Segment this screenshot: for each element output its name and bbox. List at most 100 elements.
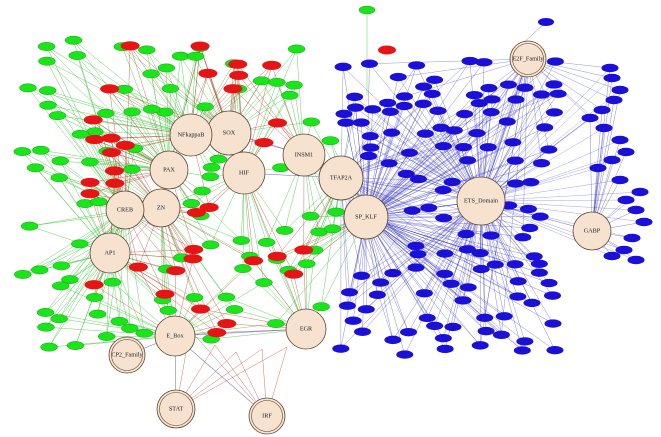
green-gene-node[interactable]	[37, 322, 55, 332]
blue-gene-node[interactable]	[340, 288, 358, 297]
red-gene-node[interactable]	[80, 188, 100, 199]
blue-gene-node[interactable]	[544, 291, 562, 300]
green-gene-node[interactable]	[234, 264, 252, 273]
blue-gene-node[interactable]	[442, 279, 460, 288]
hub-creb[interactable]: CREB	[105, 190, 145, 230]
green-gene-node[interactable]	[71, 239, 89, 249]
hub-sp-klf[interactable]: SP_KLF	[343, 194, 389, 240]
blue-gene-node[interactable]	[457, 229, 475, 239]
blue-gene-node[interactable]	[436, 269, 454, 279]
green-gene-node[interactable]	[85, 293, 104, 302]
red-gene-node[interactable]	[120, 41, 140, 51]
blue-gene-node[interactable]	[436, 344, 454, 354]
green-gene-node[interactable]	[66, 341, 85, 350]
red-gene-node[interactable]	[183, 254, 203, 264]
green-gene-node[interactable]	[32, 145, 50, 155]
blue-gene-node[interactable]	[504, 138, 522, 147]
green-gene-node[interactable]	[103, 277, 122, 287]
green-gene-node[interactable]	[36, 308, 55, 317]
green-gene-node[interactable]	[161, 84, 180, 93]
blue-gene-node[interactable]	[372, 278, 390, 287]
blue-gene-node[interactable]	[601, 63, 619, 73]
green-gene-node[interactable]	[61, 275, 79, 284]
blue-gene-node[interactable]	[482, 107, 500, 117]
hub-stat[interactable]: STAT	[156, 389, 196, 429]
blue-gene-node[interactable]	[506, 260, 524, 269]
blue-gene-node[interactable]	[531, 212, 549, 221]
green-gene-node[interactable]	[171, 51, 190, 61]
blue-gene-node[interactable]	[475, 58, 493, 67]
hub-hif[interactable]: HIF	[222, 151, 266, 195]
red-gene-node[interactable]	[186, 207, 206, 218]
red-gene-node[interactable]	[101, 147, 121, 158]
blue-gene-node[interactable]	[536, 123, 554, 132]
blue-gene-node[interactable]	[509, 292, 527, 301]
blue-gene-node[interactable]	[458, 245, 476, 254]
blue-gene-node[interactable]	[434, 185, 452, 195]
red-gene-node[interactable]	[244, 256, 264, 266]
hub-sox[interactable]: SOX	[206, 110, 252, 156]
green-gene-node[interactable]	[88, 309, 107, 319]
green-gene-node[interactable]	[268, 77, 286, 87]
blue-gene-node[interactable]	[416, 129, 434, 138]
blue-gene-node[interactable]	[444, 322, 462, 332]
blue-gene-node[interactable]	[415, 82, 433, 91]
hub-tfap2a[interactable]: TFAP2A	[318, 155, 364, 201]
blue-gene-node[interactable]	[623, 233, 641, 243]
blue-gene-node[interactable]	[519, 204, 537, 214]
blue-gene-node[interactable]	[593, 105, 611, 115]
red-gene-node[interactable]	[80, 177, 100, 188]
green-gene-node[interactable]	[19, 83, 37, 93]
blue-gene-node[interactable]	[461, 56, 479, 66]
green-gene-node[interactable]	[193, 186, 211, 196]
green-gene-node[interactable]	[68, 51, 86, 60]
hub-zn[interactable]: ZN	[141, 188, 181, 228]
green-gene-node[interactable]	[26, 163, 45, 173]
green-gene-node[interactable]	[39, 100, 57, 110]
green-gene-node[interactable]	[217, 292, 236, 302]
blue-gene-node[interactable]	[360, 59, 378, 68]
green-gene-node[interactable]	[97, 332, 116, 341]
blue-gene-node[interactable]	[384, 268, 402, 278]
blue-gene-node[interactable]	[523, 298, 541, 308]
green-gene-node[interactable]	[323, 224, 342, 234]
blue-gene-node[interactable]	[395, 101, 413, 111]
red-gene-node[interactable]	[229, 70, 249, 80]
green-gene-node[interactable]	[159, 306, 177, 315]
blue-gene-node[interactable]	[403, 206, 421, 215]
green-gene-node[interactable]	[121, 323, 139, 333]
red-gene-node[interactable]	[198, 68, 218, 78]
green-gene-node[interactable]	[71, 129, 90, 139]
blue-gene-node[interactable]	[414, 99, 432, 109]
green-gene-node[interactable]	[321, 136, 340, 146]
green-gene-node[interactable]	[14, 270, 32, 279]
blue-gene-node[interactable]	[492, 330, 510, 340]
blue-gene-node[interactable]	[581, 113, 599, 123]
blue-gene-node[interactable]	[611, 135, 629, 145]
green-gene-node[interactable]	[201, 240, 220, 250]
hub-e-box[interactable]: E_Box	[154, 315, 196, 357]
blue-gene-node[interactable]	[459, 156, 477, 165]
blue-gene-node[interactable]	[408, 61, 426, 70]
blue-gene-node[interactable]	[522, 177, 540, 187]
blue-gene-node[interactable]	[546, 345, 564, 355]
blue-gene-node[interactable]	[611, 85, 629, 95]
blue-gene-node[interactable]	[397, 169, 415, 179]
green-gene-node[interactable]	[51, 156, 69, 166]
blue-gene-node[interactable]	[546, 57, 564, 66]
green-gene-node[interactable]	[50, 314, 68, 324]
green-gene-node[interactable]	[255, 278, 273, 287]
blue-gene-node[interactable]	[595, 123, 613, 133]
blue-gene-node[interactable]	[396, 350, 414, 359]
hub-ets-domain[interactable]: ETS_Domain	[456, 176, 506, 226]
blue-gene-node[interactable]	[589, 163, 607, 173]
blue-gene-node[interactable]	[617, 147, 635, 157]
green-gene-node[interactable]	[225, 305, 244, 314]
green-gene-node[interactable]	[64, 35, 83, 45]
hub-irf[interactable]: IRF	[248, 397, 286, 435]
green-gene-node[interactable]	[287, 44, 306, 54]
green-gene-node[interactable]	[138, 45, 156, 55]
green-gene-node[interactable]	[30, 265, 49, 275]
blue-gene-node[interactable]	[465, 90, 483, 100]
blue-gene-node[interactable]	[409, 174, 427, 184]
